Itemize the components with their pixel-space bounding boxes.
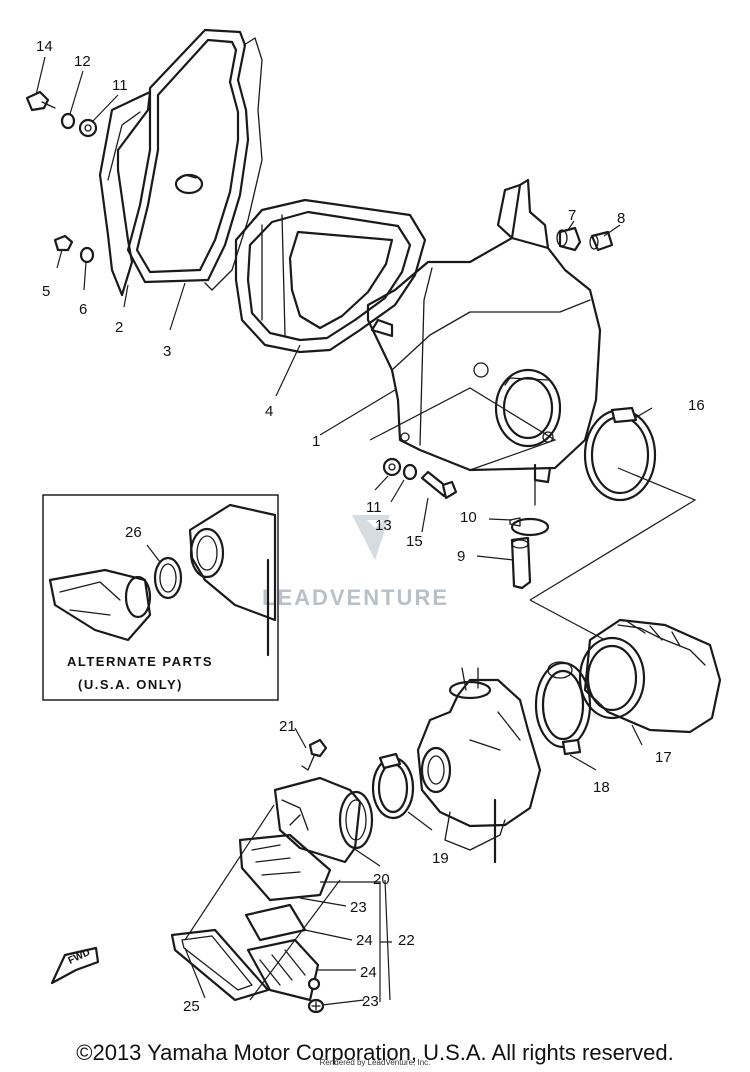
callout-8: 8 bbox=[617, 210, 625, 227]
fwd-arrow-icon: FWD bbox=[50, 946, 100, 985]
callout-11-lower: 11 bbox=[366, 499, 382, 516]
watermark: LEADVENTURE bbox=[262, 515, 449, 610]
intake-boot bbox=[578, 618, 722, 734]
watermark-text: LEADVENTURE bbox=[262, 585, 449, 610]
screws-23-24 bbox=[307, 977, 325, 1014]
callout-6: 6 bbox=[79, 301, 87, 318]
callout-18: 20 bbox=[373, 871, 390, 888]
callout-22: 24 bbox=[356, 932, 373, 949]
callout-4: 4 bbox=[265, 403, 273, 420]
alternate-parts-inset: ALTERNATE PARTS (U.S.A. ONLY) bbox=[42, 494, 279, 701]
carburetor bbox=[416, 667, 542, 864]
alternate-parts-title: ALTERNATE PARTS bbox=[67, 654, 213, 669]
callout-14: 16 bbox=[688, 397, 705, 414]
side-cover bbox=[98, 90, 152, 297]
air-filter-element bbox=[234, 198, 427, 354]
callout-25: 25 bbox=[183, 998, 200, 1015]
callout-3: 3 bbox=[163, 343, 171, 360]
alternate-parts-subtitle: (U.S.A. ONLY) bbox=[78, 677, 183, 692]
air-box bbox=[366, 178, 602, 484]
callout-10: 10 bbox=[460, 509, 477, 526]
callout-20: 22 bbox=[398, 932, 415, 949]
callout-9: 9 bbox=[457, 548, 465, 565]
fasteners-lower bbox=[382, 457, 458, 500]
callout-23-label: 23 bbox=[362, 993, 379, 1010]
callout-5: 5 bbox=[42, 283, 50, 300]
callout-12-lower: 13 bbox=[375, 517, 392, 534]
rendered-by-notice: Rendered by LeadVenture, Inc. bbox=[319, 1058, 431, 1067]
callout-19: 21 bbox=[279, 718, 296, 735]
callout-17: 19 bbox=[432, 850, 449, 867]
cover-gasket bbox=[126, 28, 263, 291]
callout-15: 17 bbox=[655, 749, 672, 766]
callout-13-top: 14 bbox=[36, 38, 53, 55]
damper-and-collar bbox=[556, 226, 614, 252]
leader-lines bbox=[35, 56, 697, 1006]
callout-7: 7 bbox=[568, 207, 576, 224]
clamp-17 bbox=[371, 752, 415, 820]
reed-valve bbox=[238, 833, 332, 1002]
drain-plug bbox=[509, 469, 550, 590]
reed-gasket bbox=[170, 928, 270, 1002]
intake-manifold bbox=[273, 776, 374, 864]
callout-11-top: 11 bbox=[112, 77, 128, 94]
copyright-notice: ©2013 Yamaha Motor Corporation, U.S.A. A… bbox=[76, 1040, 674, 1065]
callout-numbers: 14 12 11 5 6 2 3 4 1 7 8 16 11 13 15 10 … bbox=[36, 38, 705, 1015]
clamp-16 bbox=[534, 661, 592, 756]
callout-26: 26 bbox=[125, 524, 142, 541]
callout-1: 1 bbox=[312, 433, 320, 450]
fasteners-top bbox=[25, 90, 98, 264]
callout-16: 18 bbox=[593, 779, 610, 796]
callout-13-lower: 15 bbox=[406, 533, 423, 550]
callout-2: 2 bbox=[115, 319, 123, 336]
callout-24: 24 bbox=[360, 964, 377, 981]
bolt-19 bbox=[301, 738, 328, 771]
callout-12-top: 12 bbox=[74, 53, 91, 70]
clamp-14 bbox=[583, 406, 657, 502]
callout-21: 23 bbox=[350, 899, 367, 916]
